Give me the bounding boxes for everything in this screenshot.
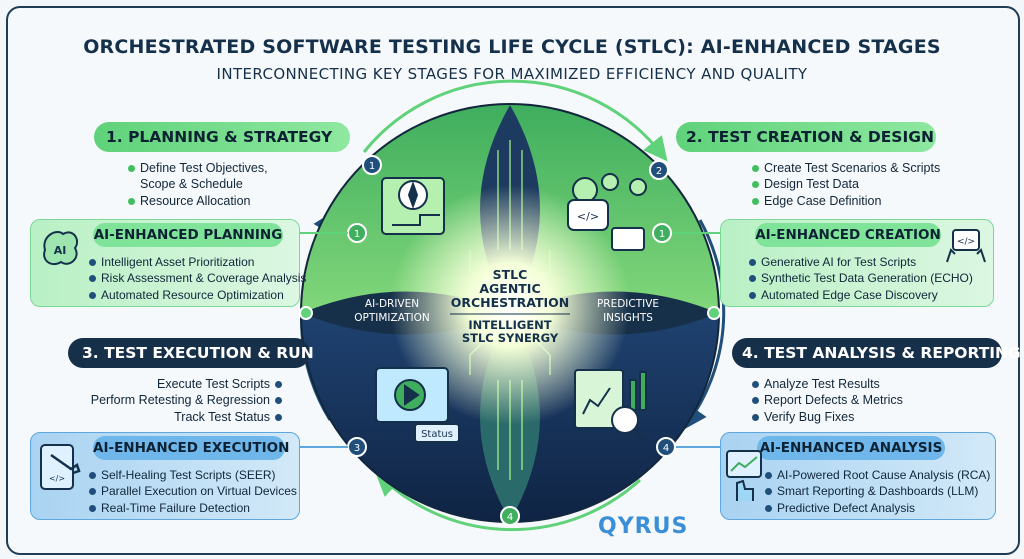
status-label: Status [421,429,453,440]
list-item: Intelligent Asset Prioritization [87,254,306,270]
ai-analysis-box: AI-ENHANCED ANALYSIS AI-Powered Root Cau… [720,432,996,520]
robot-arms-code-icon: </> [946,229,986,263]
list-item: Define Test Objectives, [126,160,268,176]
stage-3-banner: 3. TEST EXECUTION & RUN [68,338,314,368]
qyrus-logo: QYRUS [598,514,688,539]
page-title: ORCHESTRATED SOFTWARE TESTING LIFE CYCLE… [83,36,941,58]
list-item: Execute Test Scripts [91,376,284,392]
list-item: Automated Edge Case Discovery [747,287,973,303]
list-item: Report Defects & Metrics [750,392,903,408]
svg-text:</>: </> [49,474,65,483]
center-line-4: INTELLIGENT [468,318,551,332]
list-item: Analyze Test Results [750,376,903,392]
cycle-node-3: 3 [354,443,360,454]
list-item: Predictive Defect Analysis [763,500,990,516]
right-label-1: PREDICTIVE [597,298,659,310]
report-magnifier-icon [574,369,647,443]
list-item: Resource Allocation [126,193,268,209]
ai-node-1: 1 [354,229,360,240]
cycle-arrow-bottom [375,471,642,532]
cycle-number-nodes: 1 2 3 4 1 1 4 [299,155,721,526]
hand-chart-icon [726,450,762,501]
cycle-node-4: 4 [663,443,669,454]
svg-text:</>: </> [577,210,599,223]
list-item: Design Test Data [750,176,940,192]
list-item: Perform Retesting & Regression [91,392,284,408]
list-item: Track Test Status [91,409,284,425]
ai-creation-box: AI-ENHANCED CREATION </> Generative AI f… [720,219,994,307]
stage-4-bullets: Analyze Test Results Report Defects & Me… [750,376,903,425]
left-label-1: AI-DRIVEN [365,298,419,310]
right-label-2: INSIGHTS [603,312,653,324]
ai-execution-bullets: Self-Healing Test Scripts (SEER) Paralle… [87,467,297,516]
list-item: Smart Reporting & Dashboards (LLM) [763,483,990,499]
ai-planning-bullets: Intelligent Asset Prioritization Risk As… [87,254,306,303]
ai-execution-box: AI-ENHANCED EXECUTION </> Self-Healing T… [30,432,300,520]
list-item: Self-Healing Test Scripts (SEER) [87,467,297,483]
ai-planning-title: AI-ENHANCED PLANNING [93,223,283,247]
stage-4-banner: 4. TEST ANALYSIS & REPORTING [732,338,1021,368]
center-line-1: STLC [493,267,528,282]
list-item: AI-Powered Root Cause Analysis (RCA) [763,467,990,483]
tablet-wrench-icon: </> [40,444,81,490]
list-item: Risk Assessment & Coverage Analysis [87,270,306,286]
center-label: STLC AGENTIC ORCHESTRATION INTELLIGENT S… [450,267,570,345]
list-item: Scope & Schedule [140,177,243,192]
compass-map-icon [381,177,445,235]
cycle-node-2: 2 [656,166,662,177]
logo-text: QYRUS [598,514,689,539]
center-line-3: ORCHESTRATION [451,295,570,310]
cycle-arrow-right [683,219,726,430]
center-line-2: AGENTIC [479,281,540,296]
list-item: Real-Time Failure Detection [87,500,297,516]
ai-execution-title: AI-ENHANCED EXECUTION [93,436,289,460]
gears-code-icon: </> [567,173,647,251]
list-item: Synthetic Test Data Generation (ECHO) [747,270,973,286]
stage-2-banner: 2. TEST CREATION & DESIGN [676,122,936,152]
stage-2-bullets: Create Test Scenarios & Scripts Design T… [750,160,940,209]
stage-1-bullets: Define Test Objectives, Scope & Schedule… [126,160,268,209]
ai-creation-title: AI-ENHANCED CREATION [755,223,941,247]
cycle-node-1: 1 [369,161,375,172]
list-item: Generative AI for Test Scripts [747,254,973,270]
ai-analysis-title: AI-ENHANCED ANALYSIS [757,436,945,460]
page-subtitle: INTERCONNECTING KEY STAGES FOR MAXIMIZED… [216,65,808,83]
ai-analysis-bullets: AI-Powered Root Cause Analysis (RCA) Sma… [763,467,990,516]
list-item: Create Test Scenarios & Scripts [750,160,940,176]
ai-creation-bullets: Generative AI for Test Scripts Synthetic… [747,254,973,303]
svg-text:</>: </> [957,237,975,247]
brain-ai-icon: AI [43,231,79,266]
list-item: Automated Resource Optimization [87,287,306,303]
center-line-5: STLC SYNERGY [462,331,559,345]
side-labels: AI-DRIVEN OPTIMIZATION PREDICTIVE INSIGH… [354,298,659,324]
list-item: Verify Bug Fixes [750,409,903,425]
cycle-arrow-top [362,79,668,162]
brain-ai-text: AI [54,244,67,257]
cycle-node-bottom: 4 [507,512,513,523]
monitor-play-icon: Status [375,367,460,443]
list-item: Parallel Execution on Virtual Devices [87,483,297,499]
left-label-2: OPTIMIZATION [354,312,429,324]
stage-1-banner: 1. PLANNING & STRATEGY [94,122,350,152]
ai-node-2: 1 [659,229,665,240]
center-glow [390,185,630,425]
list-item: Edge Case Definition [750,193,940,209]
ai-planning-box: AI-ENHANCED PLANNING AI Intelligent Asse… [30,219,306,307]
stage-3-bullets: Execute Test Scripts Perform Retesting &… [91,376,284,425]
